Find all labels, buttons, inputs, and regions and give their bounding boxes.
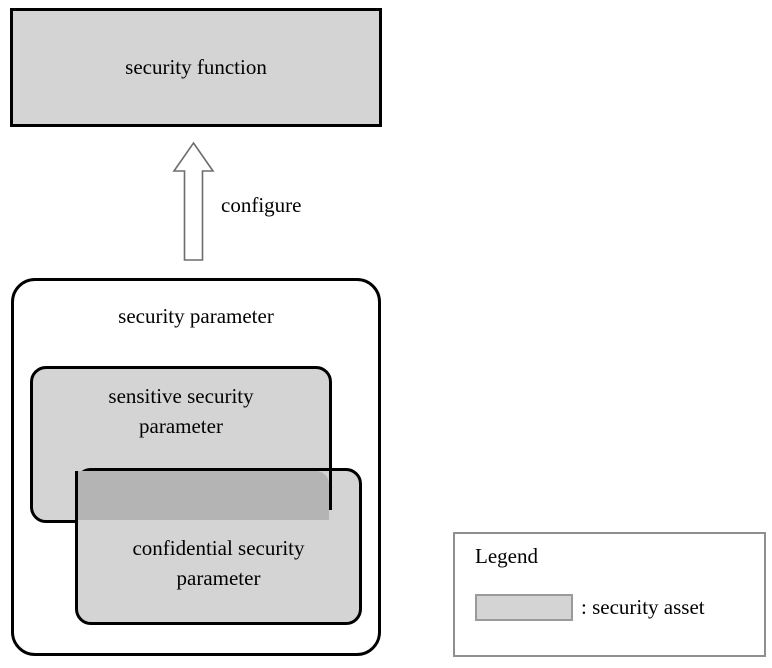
confidential-box-left-edge (75, 471, 78, 523)
legend-swatch-security-asset (475, 594, 573, 621)
security-function-box: security function (10, 8, 382, 127)
security-parameter-label: security parameter (118, 304, 274, 328)
security-function-label: security function (125, 55, 267, 80)
legend-entry-label: : security asset (581, 594, 705, 619)
sensitive-security-parameter-label: sensitive security parameter (33, 381, 329, 442)
confidential-security-parameter-label: confidential security parameter (78, 533, 359, 594)
sensitive-security-parameter-label-line2: parameter (139, 414, 223, 439)
confidential-security-parameter-label-line1: confidential security (132, 536, 305, 560)
sensitive-box-right-edge (329, 468, 332, 510)
legend-entry: : security asset (475, 594, 705, 621)
legend-box: Legend : security asset (453, 532, 766, 657)
legend-title: Legend (475, 544, 538, 568)
configure-arrow-icon (172, 141, 215, 261)
sensitive-security-parameter-label-line1: sensitive security (108, 384, 254, 408)
confidential-security-parameter-label-line2: parameter (176, 566, 261, 591)
asset-overlap-region (78, 471, 329, 520)
configure-arrow-label: configure (221, 193, 302, 217)
